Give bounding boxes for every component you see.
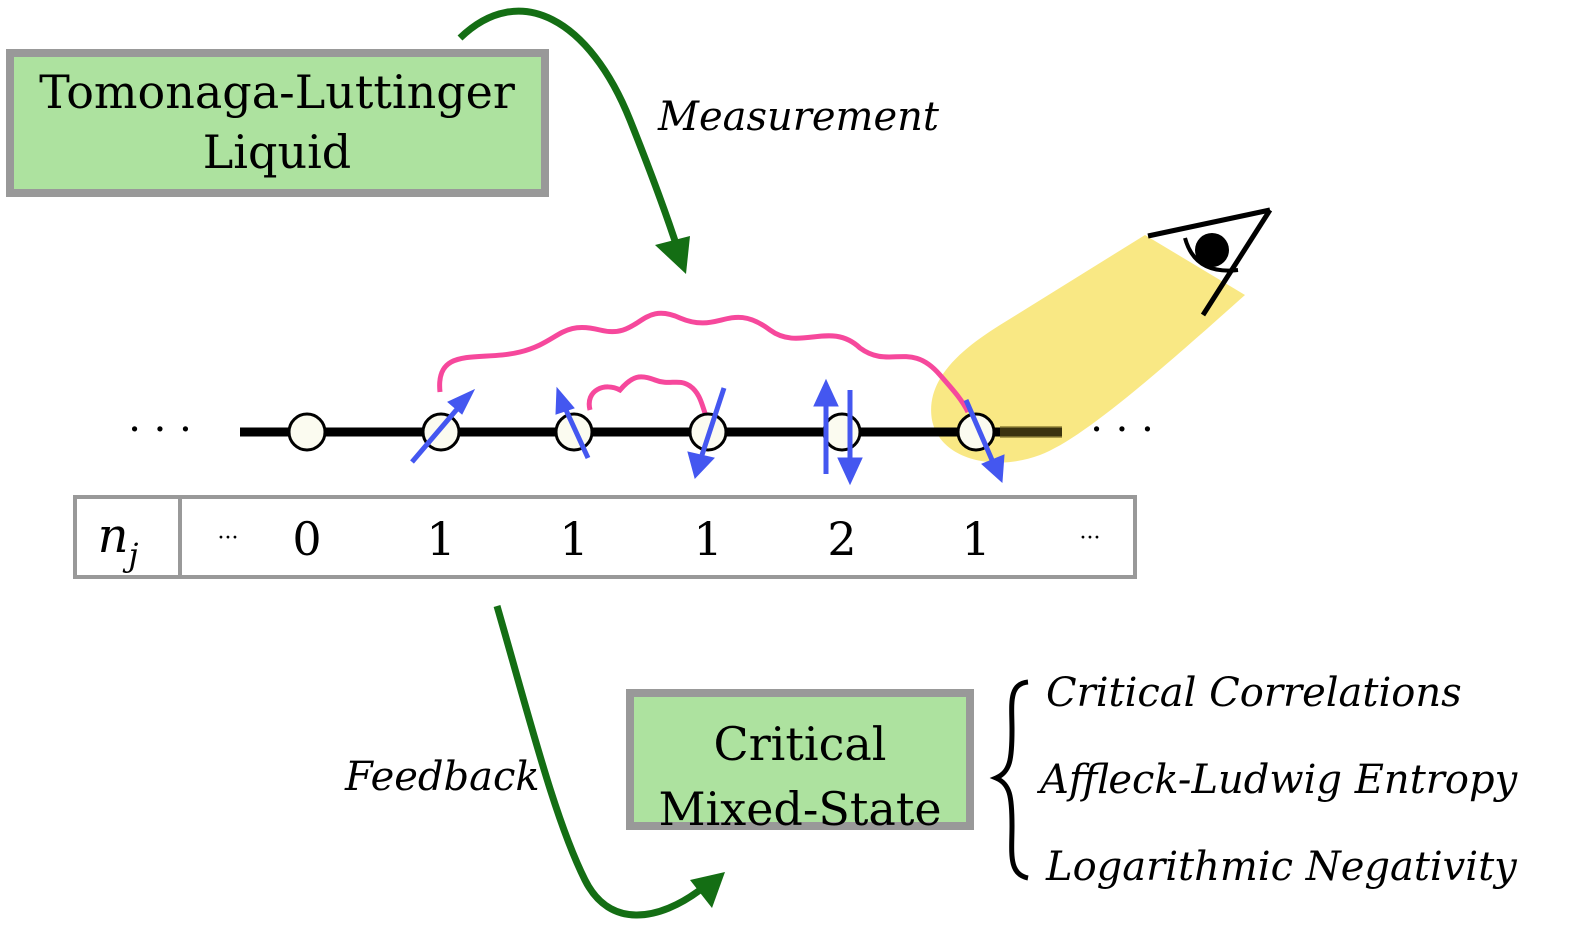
spin-arrowhead-down — [687, 451, 715, 479]
table-value: 1 — [693, 512, 722, 566]
spin-arrow-down — [699, 387, 727, 456]
tll-line2: Liquid — [203, 125, 352, 179]
spin-arrow-up — [410, 406, 460, 464]
property-affleck-ludwig-entropy: Affleck-Ludwig Entropy — [1036, 757, 1519, 803]
feedback-arrow — [493, 605, 703, 919]
tll-line1: Tomonaga-Luttinger — [39, 65, 515, 119]
spotlight-overlap — [1000, 426, 1062, 438]
occupation-table: nj ··· 0 1 1 1 2 1 ··· — [73, 495, 1137, 579]
chain-right-dots: · · · — [1090, 407, 1154, 453]
critical-line2: Mixed-State — [658, 782, 941, 836]
spin-arrowhead-up — [555, 386, 575, 415]
table-value: 1 — [426, 512, 455, 566]
table-right-dots: ··· — [1080, 526, 1101, 551]
feedback-label: Feedback — [344, 754, 540, 800]
spin-arrowhead-up — [813, 378, 839, 407]
spin-arrows — [410, 378, 1005, 486]
entanglement-link-long — [437, 310, 971, 414]
measurement-arrow — [457, 7, 682, 252]
spin-arrow-down — [963, 399, 995, 461]
table-value: 1 — [961, 512, 990, 566]
table-left-dots: ··· — [218, 526, 239, 551]
property-critical-correlations: Critical Correlations — [1046, 670, 1462, 716]
spotlight-beam — [931, 235, 1245, 463]
spin-arrowhead-up — [447, 388, 476, 415]
site-0 — [287, 412, 327, 452]
spin-arrowhead-down — [981, 454, 1005, 484]
feedback-arrowhead — [690, 872, 725, 908]
spin-arrowhead-down — [837, 457, 863, 486]
measurement-label: Measurement — [657, 94, 940, 140]
eye-icon — [1147, 207, 1273, 317]
critical-line1: Critical — [714, 717, 887, 771]
critical-box: Critical Mixed-State — [626, 689, 974, 836]
curly-brace — [989, 679, 1029, 881]
table-value: 2 — [827, 512, 856, 566]
site-4 — [822, 412, 862, 452]
tll-box: Tomonaga-Luttinger Liquid — [6, 49, 549, 197]
table-value: 0 — [292, 512, 321, 566]
spin-arrow-up — [563, 408, 591, 460]
measurement-arrowhead — [655, 236, 690, 274]
property-logarithmic-negativity: Logarithmic Negativity — [1045, 844, 1518, 890]
table-value: 1 — [559, 512, 588, 566]
entanglement-link-short — [586, 374, 709, 417]
chain-left-dots: · · · — [128, 407, 192, 453]
